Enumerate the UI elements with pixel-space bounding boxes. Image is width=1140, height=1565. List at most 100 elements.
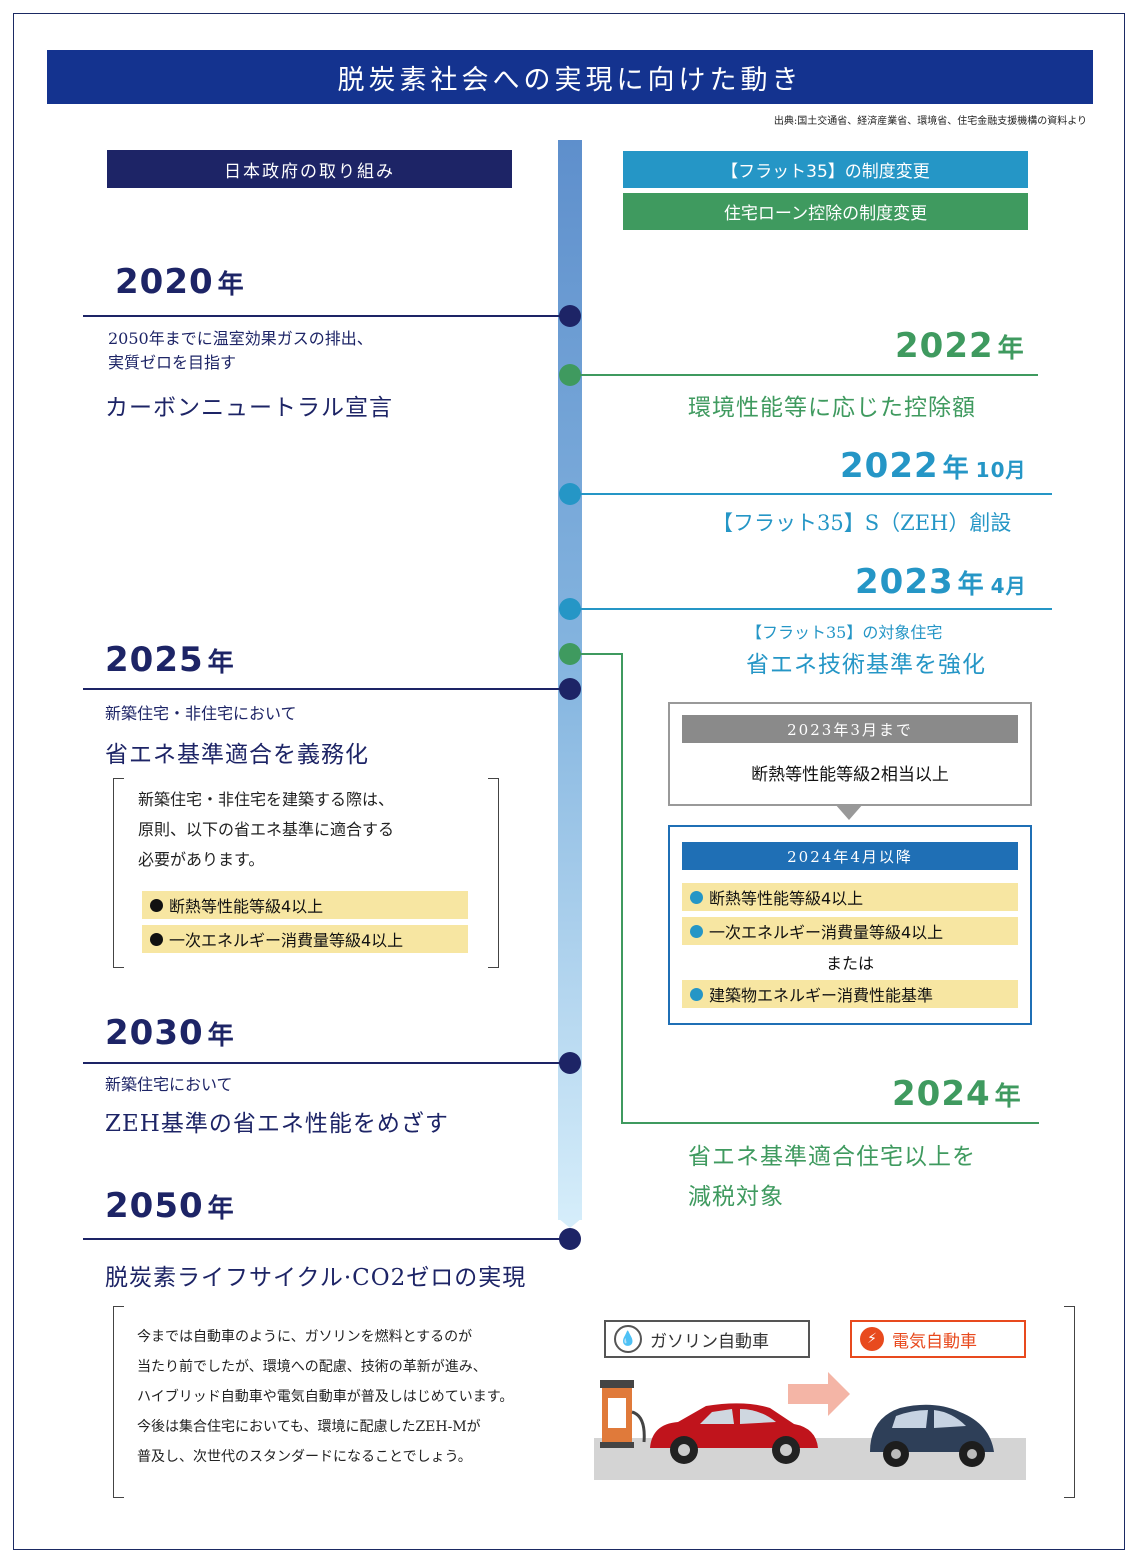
page-title: 脱炭素社会への実現に向けた動き — [47, 50, 1093, 104]
y2023-4-main: 省エネ技術基準を強化 — [746, 652, 986, 678]
y2025-item1-text: 断熱等性能等級4以上 — [169, 897, 324, 916]
gas-car-label: 💧 ガソリン自動車 — [604, 1320, 810, 1358]
source-note: 出典:国土交通省、経済産業省、環境省、住宅金融支援機構の資料より — [773, 116, 1087, 127]
gas-car-label-text: ガソリン自動車 — [650, 1331, 769, 1352]
year-2022-10-number: 2022 — [840, 446, 939, 486]
year-2022-10-month: 10月 — [975, 458, 1027, 482]
year-2022-number: 2022 — [895, 326, 994, 366]
electric-car-icon — [870, 1404, 994, 1467]
line-2024-top — [570, 653, 623, 655]
bullet-icon — [150, 932, 163, 946]
year-2050-number: 2050 — [105, 1186, 204, 1226]
y2025-item2-text: 一次エネルギー消費量等級4以上 — [169, 931, 404, 950]
bottom-text-line4: 今後は集合住宅においても、環境に配慮したZEH-Mが — [137, 1419, 481, 1435]
dot-2022-10 — [559, 483, 581, 505]
year-2022-unit: 年 — [997, 334, 1025, 364]
after-item2: 一次エネルギー消費量等級4以上 — [682, 917, 1018, 945]
bullet-icon — [690, 890, 703, 904]
y2024-main2: 減税対象 — [688, 1184, 784, 1210]
year-2030-unit: 年 — [207, 1021, 235, 1051]
y2030-main: ZEH基準の省エネ性能をめざす — [105, 1111, 449, 1137]
line-2022-10 — [570, 493, 1052, 495]
before-box-head: 2023年3月まで — [682, 715, 1018, 743]
bullet-icon — [690, 987, 703, 1001]
y2022-10-main: 【フラット35】S（ZEH）創設 — [712, 511, 1012, 535]
line-2024-bottom — [621, 1122, 1039, 1124]
year-2020-number: 2020 — [115, 262, 214, 302]
after-item3-text: 建築物エネルギー消費性能基準 — [709, 986, 934, 1005]
y2025-detail1: 新築住宅・非住宅を建築する際は、 — [138, 790, 395, 809]
y2020-sub1: 2050年までに温室効果ガスの排出、 — [108, 329, 373, 348]
bottom-text-line2: 当たり前でしたが、環境への配慮、技術の革新が進み、 — [137, 1359, 487, 1375]
bottom-text-line3: ハイブリッド自動車や電気自動車が普及しはじめています。 — [137, 1389, 514, 1405]
ev-car-label: ⚡ 電気自動車 — [850, 1320, 1026, 1358]
fuel-drop-icon: 💧 — [614, 1325, 642, 1353]
after-item1-text: 断熱等性能等級4以上 — [709, 889, 864, 908]
gas-pump-icon — [600, 1380, 646, 1448]
bottom-text: 今までは自動車のように、ガソリンを燃料とするのが 当たり前でしたが、環境への配慮… — [137, 1322, 513, 1472]
lightning-icon: ⚡ — [860, 1327, 884, 1351]
before-box-text: 断熱等性能等級2相当以上 — [751, 765, 949, 785]
year-2050-unit: 年 — [207, 1194, 235, 1224]
bullet-icon — [690, 924, 703, 938]
y2025-detail2: 原則、以下の省エネ基準に適合する — [138, 820, 395, 839]
y2020-sub2: 実質ゼロを目指す — [108, 353, 237, 372]
dot-2022 — [559, 364, 581, 386]
line-2025 — [83, 688, 568, 690]
year-2022-10-unit: 年 — [942, 454, 970, 484]
dot-2023-4 — [559, 598, 581, 620]
year-2025-unit: 年 — [207, 648, 235, 678]
y2022-main: 環境性能等に応じた控除額 — [688, 395, 976, 421]
bracket-left-2025 — [113, 778, 124, 968]
year-2030-number: 2030 — [105, 1013, 204, 1053]
y2025-sub: 新築住宅・非住宅において — [105, 704, 297, 723]
y2030-sub: 新築住宅において — [105, 1075, 233, 1094]
dot-2020 — [559, 305, 581, 327]
y2024-main1: 省エネ基準適合住宅以上を — [688, 1144, 976, 1170]
bottom-text-line5: 普及し、次世代のスタンダードになることでしょう。 — [137, 1449, 472, 1465]
year-2020-unit: 年 — [217, 270, 245, 300]
after-item3: 建築物エネルギー消費性能基準 — [682, 980, 1018, 1008]
bullet-icon — [150, 898, 163, 912]
y2025-item2: 一次エネルギー消費量等級4以上 — [142, 925, 468, 953]
down-arrow-icon — [835, 804, 863, 820]
bottom-text-line1: 今までは自動車のように、ガソリンを燃料とするのが — [137, 1329, 473, 1345]
year-2023-4-unit: 年 — [957, 570, 985, 600]
y2023-4-sub: 【フラット35】の対象住宅 — [746, 623, 943, 642]
year-2023-4-number: 2023 — [855, 562, 954, 602]
y2025-item1: 断熱等性能等級4以上 — [142, 891, 468, 919]
timeline-arrow-tip — [558, 1218, 582, 1228]
line-2022 — [570, 374, 1038, 376]
gasoline-car-icon — [650, 1403, 818, 1464]
year-2023-4-month: 4月 — [990, 574, 1027, 598]
legend-government: 日本政府の取り組み — [107, 150, 512, 188]
legend-flat35: 【フラット35】の制度変更 — [623, 151, 1028, 188]
dot-2025 — [559, 678, 581, 700]
y2020-main: カーボンニュートラル宣言 — [105, 395, 393, 421]
year-2025-number: 2025 — [105, 640, 204, 680]
line-2024-vertical — [621, 653, 623, 1124]
y2025-main: 省エネ基準適合を義務化 — [105, 742, 369, 768]
line-2050 — [83, 1238, 568, 1240]
dot-2050 — [559, 1228, 581, 1250]
bracket-left-bottom — [113, 1306, 124, 1498]
line-2030 — [83, 1062, 568, 1064]
after-or: または — [825, 954, 874, 973]
outer-frame — [13, 13, 1125, 1550]
y2050-main: 脱炭素ライフサイクル·CO2ゼロの実現 — [105, 1265, 527, 1291]
ev-car-label-text: 電気自動車 — [892, 1331, 977, 1352]
line-2023-4 — [570, 608, 1052, 610]
y2025-detail3: 必要があります。 — [138, 850, 265, 869]
car-illustration — [594, 1372, 1026, 1480]
after-item2-text: 一次エネルギー消費量等級4以上 — [709, 923, 944, 942]
bracket-right-bottom — [1064, 1306, 1075, 1498]
arrow-right-icon — [788, 1372, 850, 1416]
